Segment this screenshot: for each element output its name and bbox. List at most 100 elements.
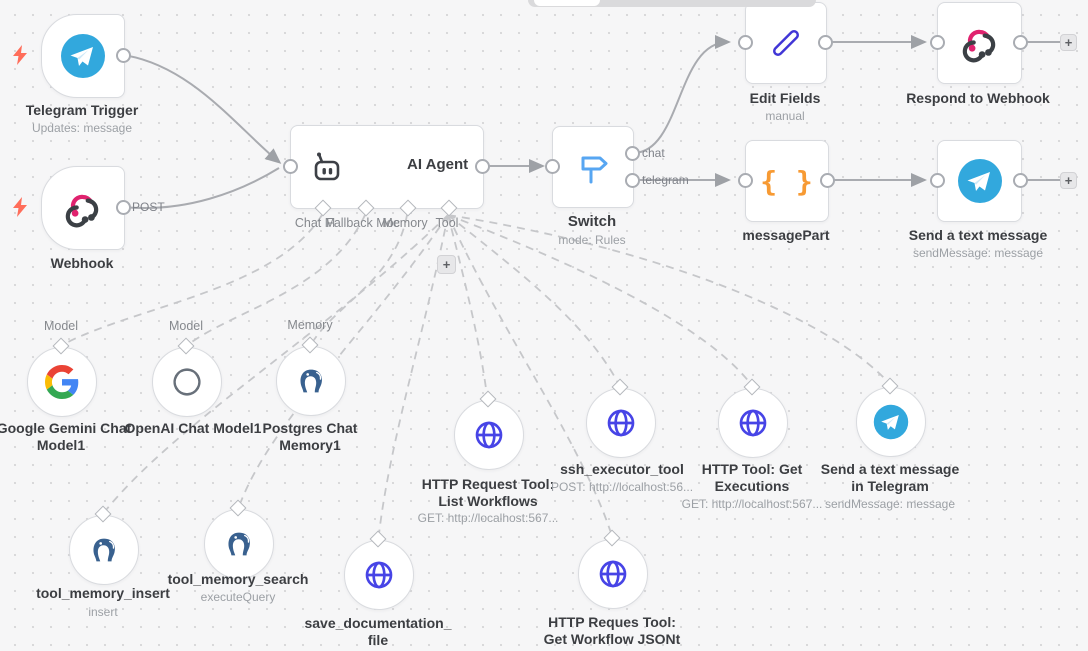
node-title: AI Agent xyxy=(407,156,469,173)
respond-webhook-input-port[interactable] xyxy=(929,34,945,50)
switch-chat-label: chat xyxy=(642,146,665,160)
webhook-output-port[interactable] xyxy=(115,199,131,215)
node-title-line: HTTP Reques Tool: xyxy=(548,614,676,630)
node-respond-to-webhook[interactable] xyxy=(937,2,1022,84)
connection-switch-editfields[interactable] xyxy=(632,35,731,154)
node-title: Send a text message xyxy=(908,227,1048,243)
node-title-line: HTTP Request Tool: xyxy=(421,476,555,492)
node-title-line: Executions xyxy=(714,478,790,494)
connection-tool-ssh[interactable] xyxy=(447,214,619,384)
google-icon xyxy=(45,365,79,399)
node-save-documentation-file[interactable] xyxy=(344,540,414,610)
node-subtitle: mode: Rules xyxy=(558,233,626,247)
node-title-line: tool_memory_insert xyxy=(36,585,170,601)
ai-agent-input-port[interactable] xyxy=(282,158,298,174)
node-subtitle: executeQuery xyxy=(200,590,276,604)
switch-input-port[interactable] xyxy=(544,158,560,174)
node-subtitle: insert xyxy=(88,605,118,619)
connection-telegramtrigger-aiagent[interactable] xyxy=(122,54,282,164)
add-node-button[interactable]: + xyxy=(1060,172,1077,189)
add-node-button[interactable]: + xyxy=(1060,34,1077,51)
message-part-output-port[interactable] xyxy=(819,172,835,188)
globe-icon xyxy=(599,560,627,588)
node-title-line: save_documentation_ xyxy=(304,615,452,631)
chat-model-port-label: Chat M xyxy=(294,216,336,230)
node-title-line: HTTP Tool: Get xyxy=(701,461,803,477)
memory-port-label: Memory xyxy=(382,216,428,230)
node-title: Respond to Webhook xyxy=(906,90,1050,106)
connection-gemini-chatmodel[interactable] xyxy=(63,214,323,345)
node-subtitle: sendMessage: message xyxy=(824,497,956,511)
connection-tool-httpjson[interactable] xyxy=(447,214,612,534)
message-part-input-port[interactable] xyxy=(737,172,753,188)
webhook-icon xyxy=(65,194,99,228)
connection-tool-memsearch[interactable] xyxy=(239,214,449,505)
node-send-text-message-in-telegram[interactable] xyxy=(856,387,926,457)
add-tool-button[interactable]: + xyxy=(437,255,456,274)
fallback-model-port-label: Fallback Moc xyxy=(326,216,400,230)
node-subtitle: GET: http://localhost:567... xyxy=(417,511,559,525)
send-text-input-port[interactable] xyxy=(929,172,945,188)
node-title-line: in Telegram xyxy=(851,478,929,494)
node-tool-memory-insert[interactable] xyxy=(69,515,139,585)
node-http-request-tool-get-workflow-json[interactable] xyxy=(578,539,648,609)
trigger-bolt-icon xyxy=(13,45,27,65)
node-title-line: tool_memory_search xyxy=(167,571,309,587)
connection-webhook-aiagent[interactable] xyxy=(122,167,280,209)
node-title: Edit Fields xyxy=(749,90,821,106)
node-title: messagePart xyxy=(742,227,830,243)
connection-openai-fallback[interactable] xyxy=(188,214,366,345)
connection-tool-meminsert[interactable] xyxy=(105,214,449,511)
robot-icon xyxy=(314,152,340,181)
node-title: Telegram Trigger xyxy=(25,102,139,118)
switch-output-chat-port[interactable] xyxy=(624,145,640,161)
node-ai-agent[interactable]: AI Agent xyxy=(290,125,484,209)
openai-icon xyxy=(173,368,201,396)
node-http-request-tool-list-workflows[interactable] xyxy=(454,400,524,470)
memory-port-label: Memory xyxy=(287,318,333,332)
node-subtitle: POST: http://localhost:56... xyxy=(550,480,694,494)
telegram-icon xyxy=(61,34,105,78)
telegram-trigger-output-port[interactable] xyxy=(115,47,131,63)
node-title-line: Get Workflow JSONt xyxy=(543,631,681,647)
node-subtitle: sendMessage: message xyxy=(912,246,1044,260)
node-google-gemini-chat-model[interactable] xyxy=(27,347,97,417)
node-postgres-chat-memory[interactable] xyxy=(276,346,346,416)
node-webhook[interactable] xyxy=(41,166,125,250)
send-text-output-port[interactable] xyxy=(1012,172,1028,188)
telegram-icon xyxy=(957,159,1002,203)
node-telegram-trigger[interactable] xyxy=(41,14,125,98)
pencil-icon xyxy=(773,30,799,56)
respond-webhook-output-port[interactable] xyxy=(1012,34,1028,50)
node-message-part[interactable]: { } xyxy=(745,140,829,222)
edit-fields-output-port[interactable] xyxy=(817,34,833,50)
trigger-bolt-icon xyxy=(13,197,27,217)
ai-agent-output-port[interactable] xyxy=(474,158,490,174)
node-subtitle: manual xyxy=(765,109,805,123)
postgres-icon xyxy=(300,369,322,393)
node-title-line: Model1 xyxy=(36,437,86,453)
node-openai-chat-model[interactable] xyxy=(152,347,222,417)
signpost-icon xyxy=(581,156,608,184)
node-edit-fields[interactable] xyxy=(745,2,827,84)
node-title-line: OpenAI Chat Model1 xyxy=(124,420,262,436)
telegram-icon xyxy=(873,404,909,440)
node-http-tool-get-executions[interactable] xyxy=(718,388,788,458)
node-title-line: List Workflows xyxy=(438,493,538,509)
node-title: Webhook xyxy=(50,255,114,271)
globe-icon xyxy=(607,409,635,437)
connection-tool-httpexec[interactable] xyxy=(447,214,751,384)
node-send-text-message[interactable] xyxy=(937,140,1022,222)
node-title-line: Postgres Chat xyxy=(262,420,358,436)
globe-icon xyxy=(739,409,767,437)
node-tool-memory-search[interactable] xyxy=(204,509,274,579)
connection-tool-httplist[interactable] xyxy=(447,214,488,397)
globe-icon xyxy=(475,421,503,449)
node-switch[interactable] xyxy=(552,126,634,208)
switch-telegram-label: telegram xyxy=(642,173,689,187)
model-port-label: Model xyxy=(168,319,204,333)
switch-output-telegram-port[interactable] xyxy=(624,172,640,188)
node-ssh-executor-tool[interactable] xyxy=(586,388,656,458)
edit-fields-input-port[interactable] xyxy=(737,34,753,50)
